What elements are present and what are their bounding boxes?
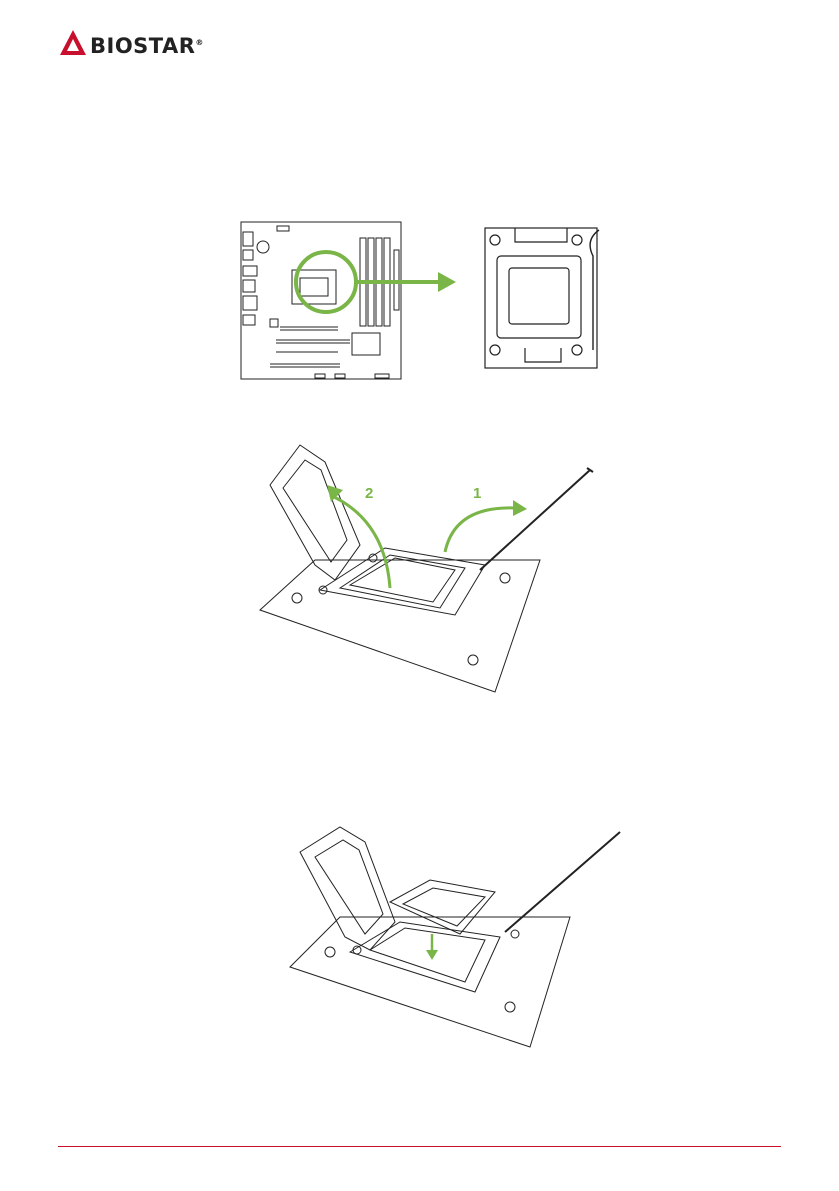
motherboard-socket-figure <box>240 220 620 380</box>
biostar-logo-mark-icon <box>58 28 88 58</box>
motherboard-outline <box>241 222 401 379</box>
open-socket-figure: 2 1 <box>255 440 595 700</box>
insert-arrow-icon <box>426 934 438 960</box>
biostar-logo: BIOSTAR® <box>58 28 198 62</box>
callout-arrow-icon <box>356 272 456 292</box>
footer-rule <box>58 1146 781 1147</box>
brand-name: BIOSTAR® <box>90 34 204 58</box>
step-label-2: 2 <box>365 485 373 502</box>
step-label-1: 1 <box>473 485 481 502</box>
socket-closeup <box>485 228 599 368</box>
registered-mark: ® <box>195 38 204 47</box>
motherboard-plane <box>260 560 540 692</box>
motherboard-plane <box>290 917 570 1047</box>
insert-cpu-figure <box>285 822 625 1052</box>
socket-highlight-circle <box>296 252 356 312</box>
cpu-chip <box>390 880 495 934</box>
brand-wordmark: BIOSTAR <box>90 34 195 58</box>
